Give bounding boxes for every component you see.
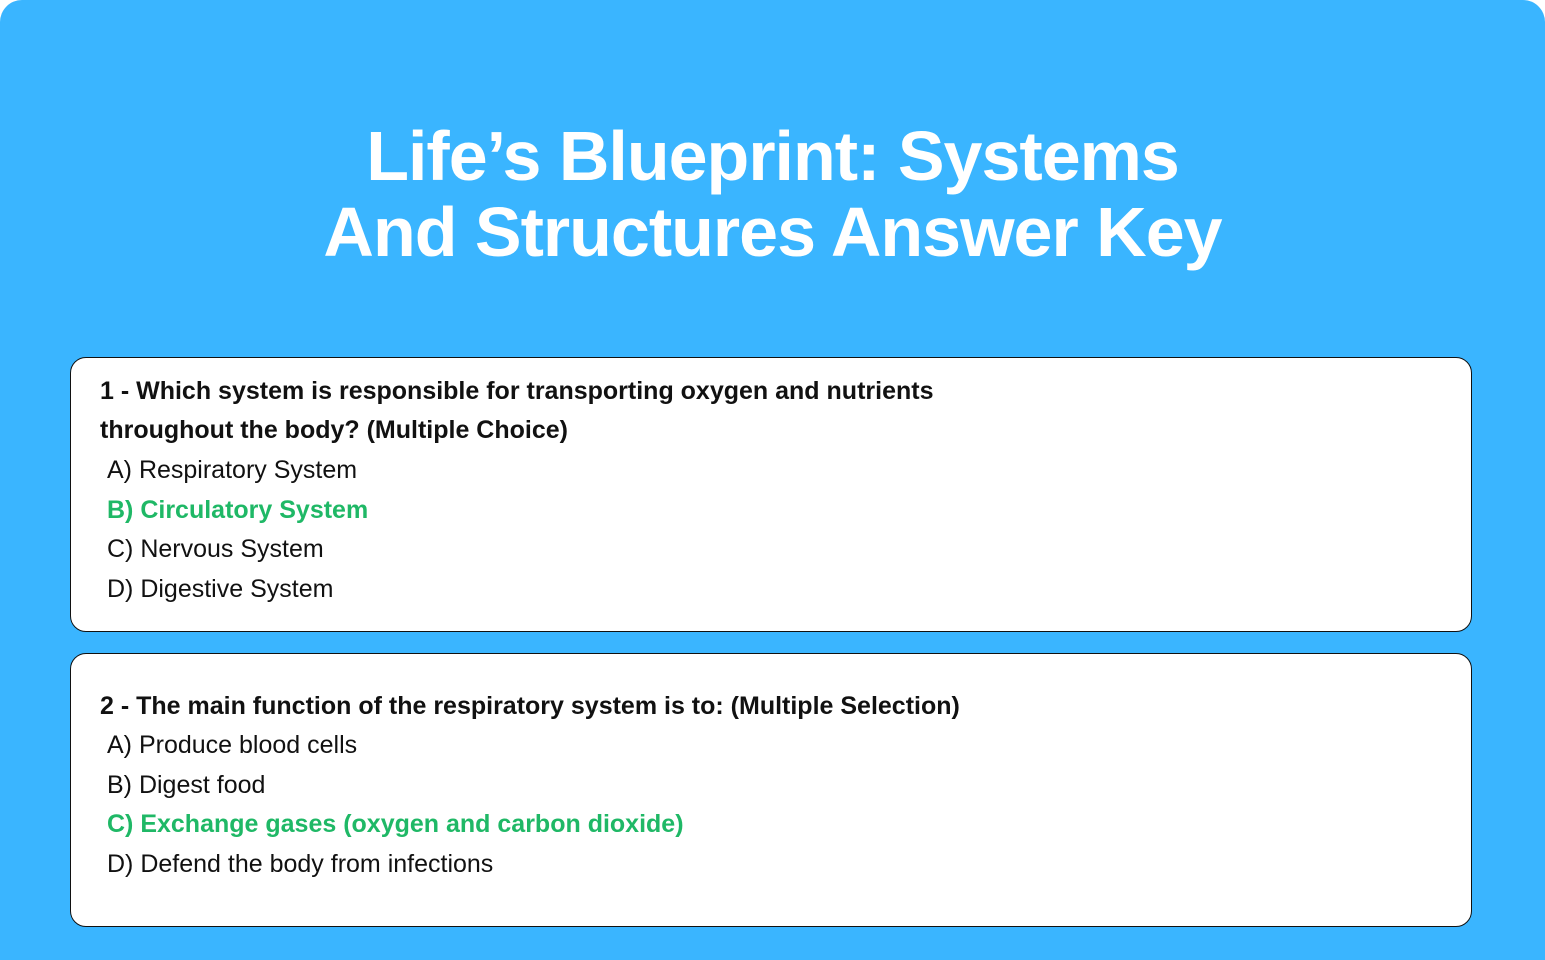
- option-a: A) Produce blood cells: [107, 731, 358, 759]
- title-line-1: Life’s Blueprint: Systems: [366, 117, 1180, 195]
- question-line: 1 - Which system is responsible for tran…: [100, 377, 934, 405]
- options-list: A) Produce blood cells B) Digest food C)…: [107, 726, 684, 885]
- option-a: A) Respiratory System: [107, 456, 358, 484]
- option-d: D) Digestive System: [107, 575, 334, 604]
- question-text: 1 - Which system is responsible for tran…: [100, 372, 933, 450]
- option-c-correct: C) Exchange gases (oxygen and carbon dio…: [107, 810, 684, 839]
- question-card-2: 2 - The main function of the respiratory…: [70, 653, 1472, 927]
- question-card-1: 1 - Which system is responsible for tran…: [70, 357, 1472, 632]
- title-line-2: And Structures Answer Key: [323, 193, 1222, 271]
- page-title: Life’s Blueprint: Systems And Structures…: [0, 118, 1545, 270]
- question-line: throughout the body? (Multiple Choice): [100, 416, 568, 444]
- option-b-correct: B) Circulatory System: [107, 495, 369, 524]
- option-d: D) Defend the body from infections: [107, 850, 494, 879]
- option-b: B) Digest food: [107, 770, 266, 799]
- options-list: A) Respiratory System B) Circulatory Sys…: [107, 451, 368, 610]
- question-text: 2 - The main function of the respiratory…: [100, 687, 960, 726]
- option-c: C) Nervous System: [107, 535, 324, 564]
- question-line: 2 - The main function of the respiratory…: [100, 692, 960, 720]
